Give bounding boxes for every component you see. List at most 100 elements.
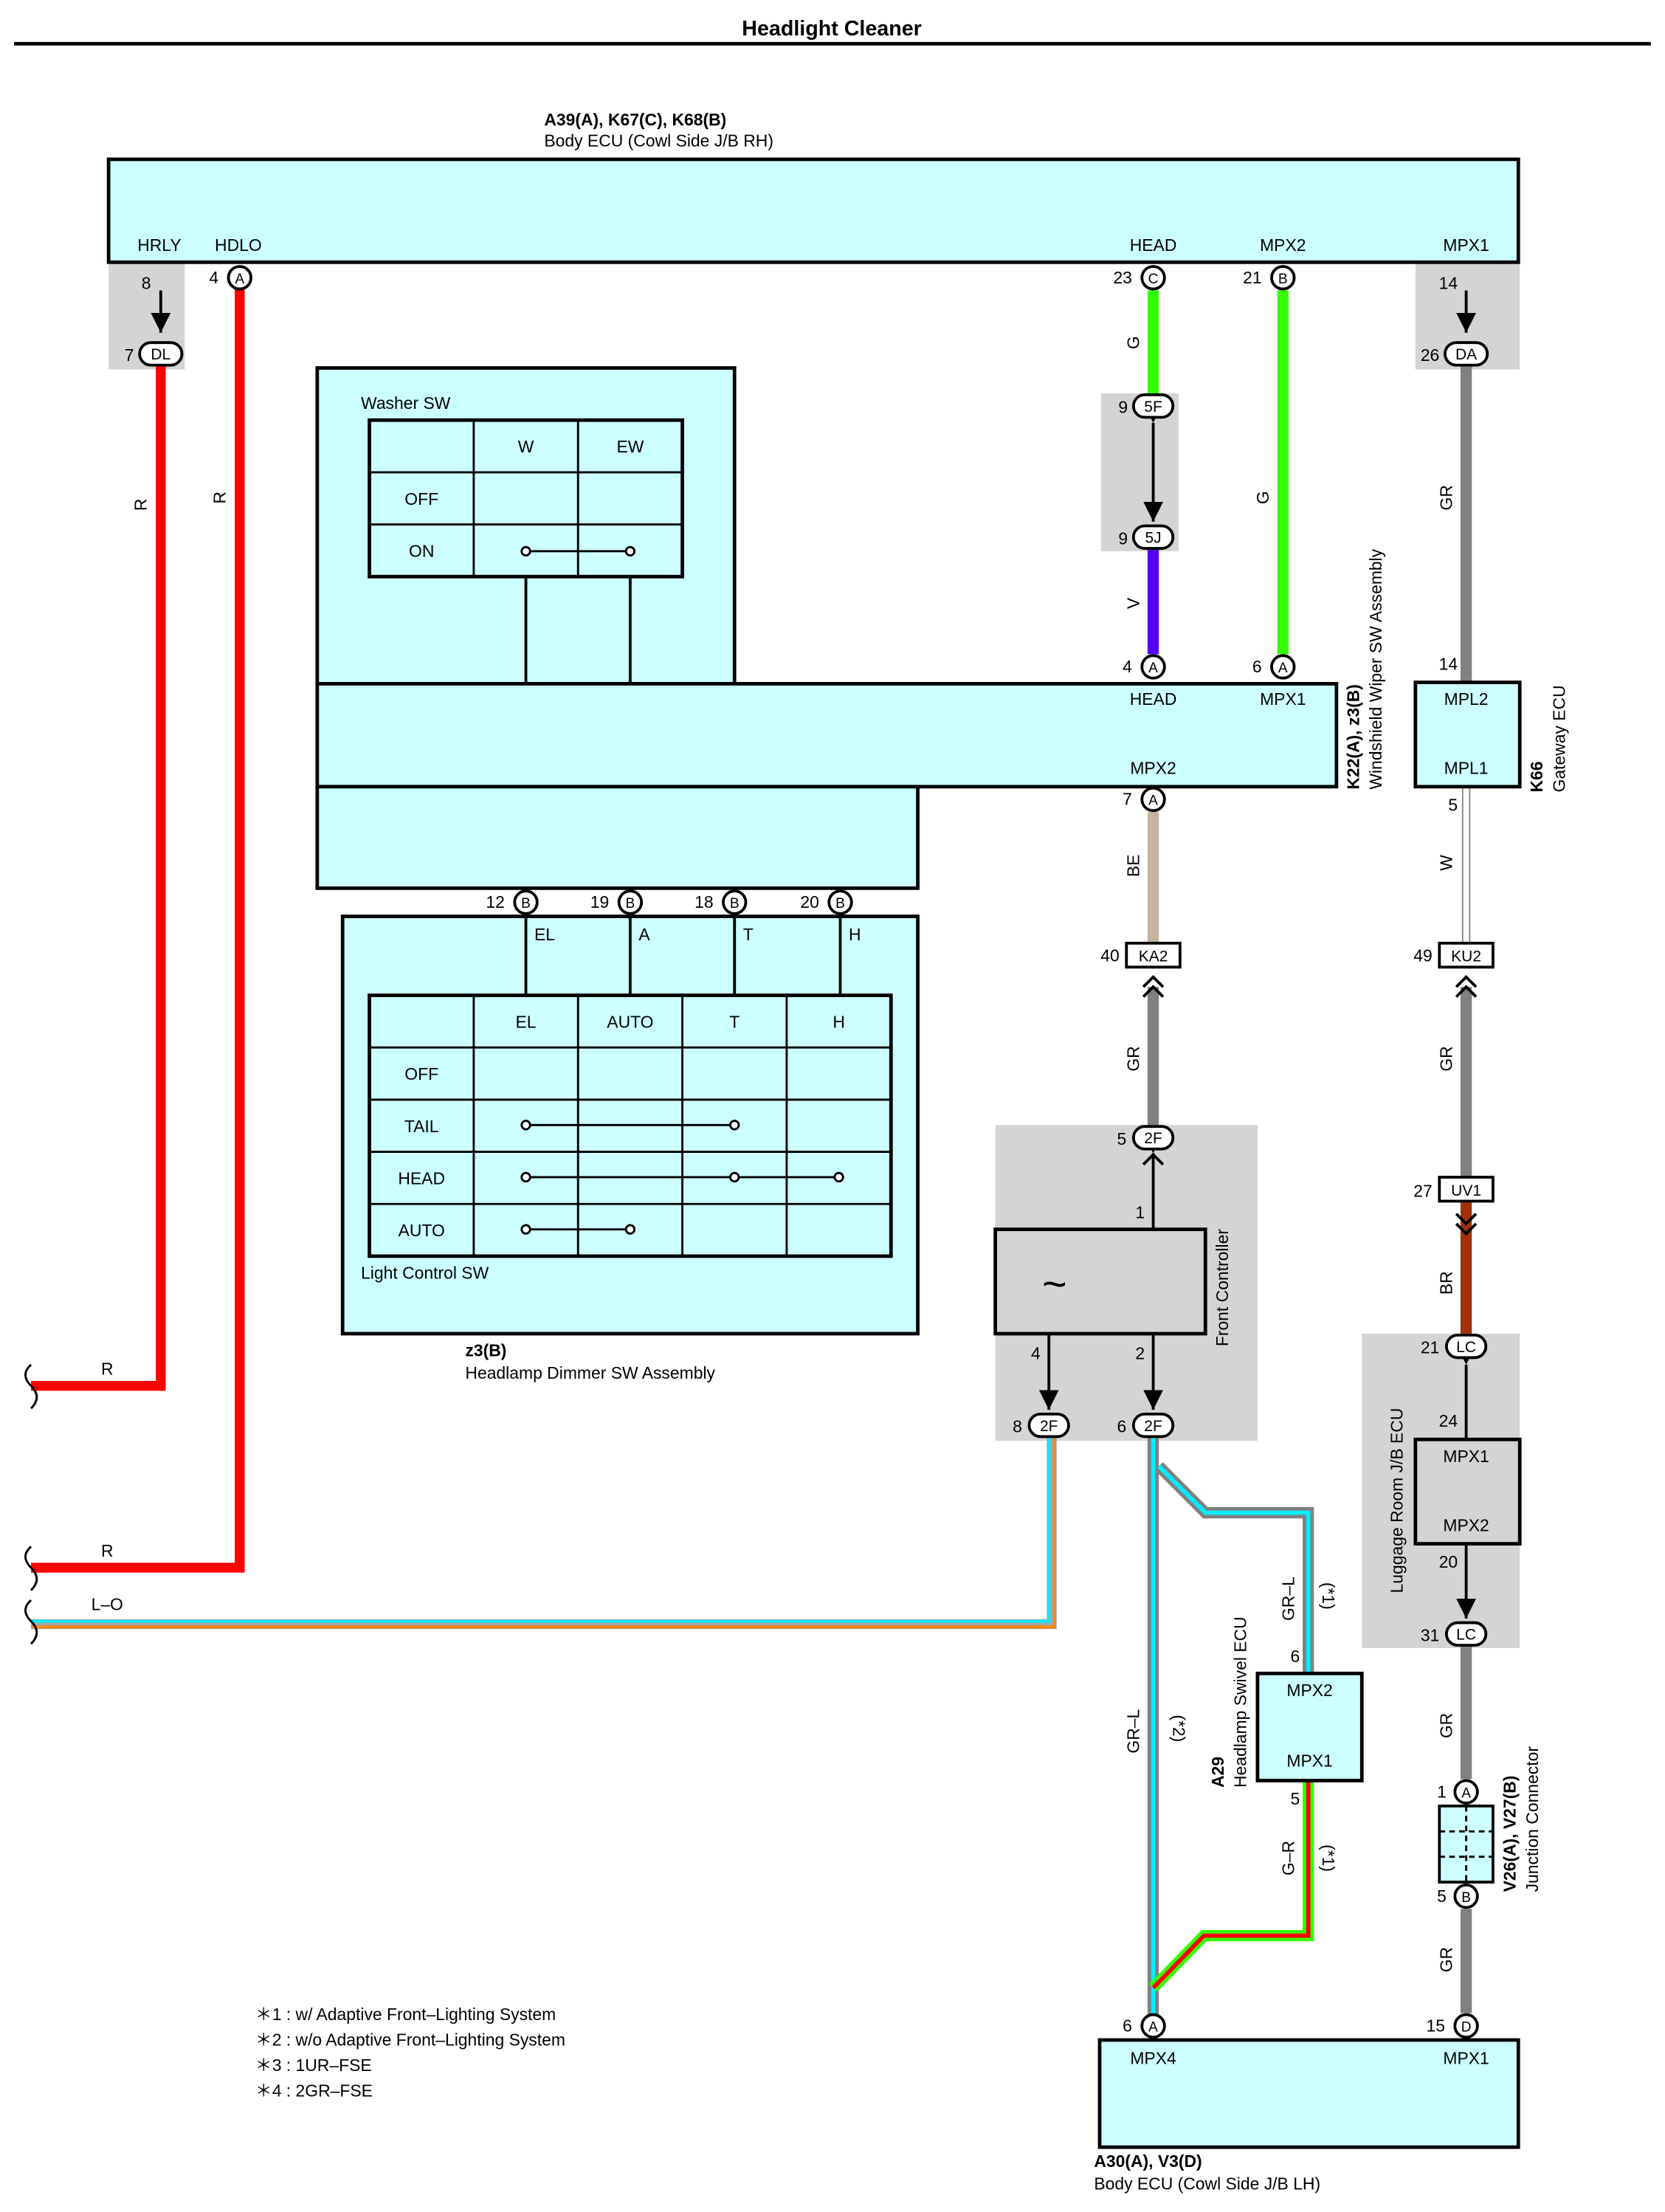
svg-text:14: 14 [1439,654,1458,673]
body-ecu-lh-box [1097,2038,1520,2149]
junction-code: V26(A), V27(B) [1500,1776,1519,1892]
svg-text:6: 6 [1123,2016,1132,2036]
svg-text:4: 4 [1123,657,1132,676]
svg-text:A: A [1461,1785,1471,1801]
wire-break-3 [24,1599,38,1645]
wire-label-v: V [1123,597,1142,609]
svg-text:5J: 5J [1145,529,1161,546]
connector-5j: 5J [1131,524,1175,550]
gateway-name: Gateway ECU [1549,685,1568,792]
connector-light-12-b: B [513,889,539,915]
connector-lc-bottom: LC [1444,1621,1488,1647]
svg-text:6: 6 [1117,1417,1127,1436]
svg-text:40: 40 [1100,946,1119,965]
wire-red-hdlo [31,289,245,1573]
svg-text:20: 20 [1439,1552,1458,1571]
luggage-jb-name: Luggage Room J/B ECU [1388,1408,1407,1593]
svg-text:7: 7 [1123,790,1132,809]
svg-text:31: 31 [1421,1625,1439,1644]
body-ecu-rh-code: A39(A), K67(C), K68(B) [544,110,726,129]
swivel-ecu-box [1255,1671,1364,1782]
connector-mpx1-d: D [1453,2013,1479,2039]
wire-label-g2: G [1253,491,1272,504]
wire-label-star1a: (*1) [1319,1582,1338,1610]
wire-label-star2: (*2) [1169,1715,1188,1742]
pin-mpx2-rh: MPX2 [1260,235,1306,255]
svg-text:14: 14 [1439,274,1458,293]
light-col-el: EL [516,1012,537,1031]
connector-light-18-b: B [722,889,748,915]
light-row-auto: AUTO [399,1221,445,1240]
pin-mpx1-rh: MPX1 [1443,235,1489,255]
wire-label-r1: R [131,499,151,511]
gray-region-5f5j [1100,393,1179,551]
wire-label-be: BE [1123,855,1142,878]
connector-2f-6: 2F [1131,1412,1175,1439]
pin-head-rh: HEAD [1130,235,1177,255]
swivel-name: Headlamp Swivel ECU [1231,1616,1250,1788]
note-2: ＊2 : w/o Adaptive Front–Lighting System [255,2030,565,2050]
uv1-chevron-icon [1455,1213,1478,1236]
svg-text:19: 19 [590,892,609,912]
svg-text:KA2: KA2 [1139,948,1168,965]
light-term-h: H [849,925,861,944]
connector-ka2: KA2 [1125,941,1182,969]
gateway-ecu-box [1413,681,1522,789]
svg-text:18: 18 [694,892,713,912]
light-term-t: T [743,925,754,944]
svg-text:B: B [1461,1890,1471,1906]
light-auto-contact [520,1224,636,1235]
svg-text:2F: 2F [1040,1418,1058,1435]
svg-text:B: B [835,896,845,912]
dimmer-code: z3(B) [465,1341,506,1360]
note-1: ＊1 : w/ Adaptive Front–Lighting System [255,2005,556,2024]
light-tail-contact [520,1120,740,1131]
wire-l-o-orange [31,1438,1056,1629]
lh-pin-mpx1: MPX1 [1443,2048,1489,2067]
wire-label-gr1: GR [1437,485,1456,510]
body-ecu-lh-code: A30(A), V3(D) [1094,2151,1202,2171]
svg-text:24: 24 [1439,1411,1458,1430]
wire-l-o-cyan [31,1438,1051,1623]
wire-g-r-stripe [1151,1780,1311,1990]
svg-text:26: 26 [1421,345,1439,365]
gateway-pin-mpl1: MPL1 [1444,759,1489,778]
connector-dl: DL [138,341,184,367]
dimmer-name: Headlamp Dimmer SW Assembly [465,1363,715,1382]
svg-text:B: B [730,896,740,912]
svg-text:20: 20 [800,892,818,912]
connector-head-c: C [1140,265,1166,291]
wire-label-l-o: L–O [92,1594,123,1613]
connector-uv1: UV1 [1438,1176,1495,1203]
svg-text:B: B [1278,272,1288,287]
svg-text:9: 9 [1118,528,1128,548]
note-3: ＊3 : 1UR–FSE [255,2056,372,2075]
svg-text:B: B [521,896,531,912]
connector-2f-8: 2F [1027,1412,1070,1439]
connector-ku2: KU2 [1438,941,1495,969]
wire-label-gr3: GR [1123,1046,1142,1071]
wire-label-g-r: G–R [1279,1841,1298,1875]
connector-wiper-mpx1-a: A [1270,654,1296,680]
svg-text:D: D [1461,2020,1472,2036]
gateway-code: K66 [1527,761,1546,792]
light-col-t: T [729,1012,740,1031]
footnotes: ＊1 : w/ Adaptive Front–Lighting System ＊… [255,2005,565,2100]
wire-label-g1: G [1123,336,1142,349]
pin-hrly: HRLY [137,235,181,255]
wiper-sw-box [315,682,1339,789]
connector-junction-b: B [1453,1883,1479,1909]
body-ecu-rh-box [106,157,1520,264]
page-title: Headlight Cleaner [742,17,922,41]
wire-label-gr4: GR [1437,1046,1456,1071]
svg-text:5: 5 [1290,1789,1300,1808]
svg-text:A: A [1148,2020,1158,2036]
junction-connector-icon [1438,1804,1495,1884]
wiper-pin-head: HEAD [1130,689,1177,709]
2f-top-chevron-icon [1142,1152,1165,1166]
wire-gr-l-branch-stripe [1157,1464,1311,1674]
connector-wiper-mpx2-a: A [1140,786,1166,813]
connector-light-20-b: B [827,889,853,915]
wire-label-star1b: (*1) [1319,1844,1338,1872]
wire-label-gr-l1: GR–L [1123,1709,1142,1754]
